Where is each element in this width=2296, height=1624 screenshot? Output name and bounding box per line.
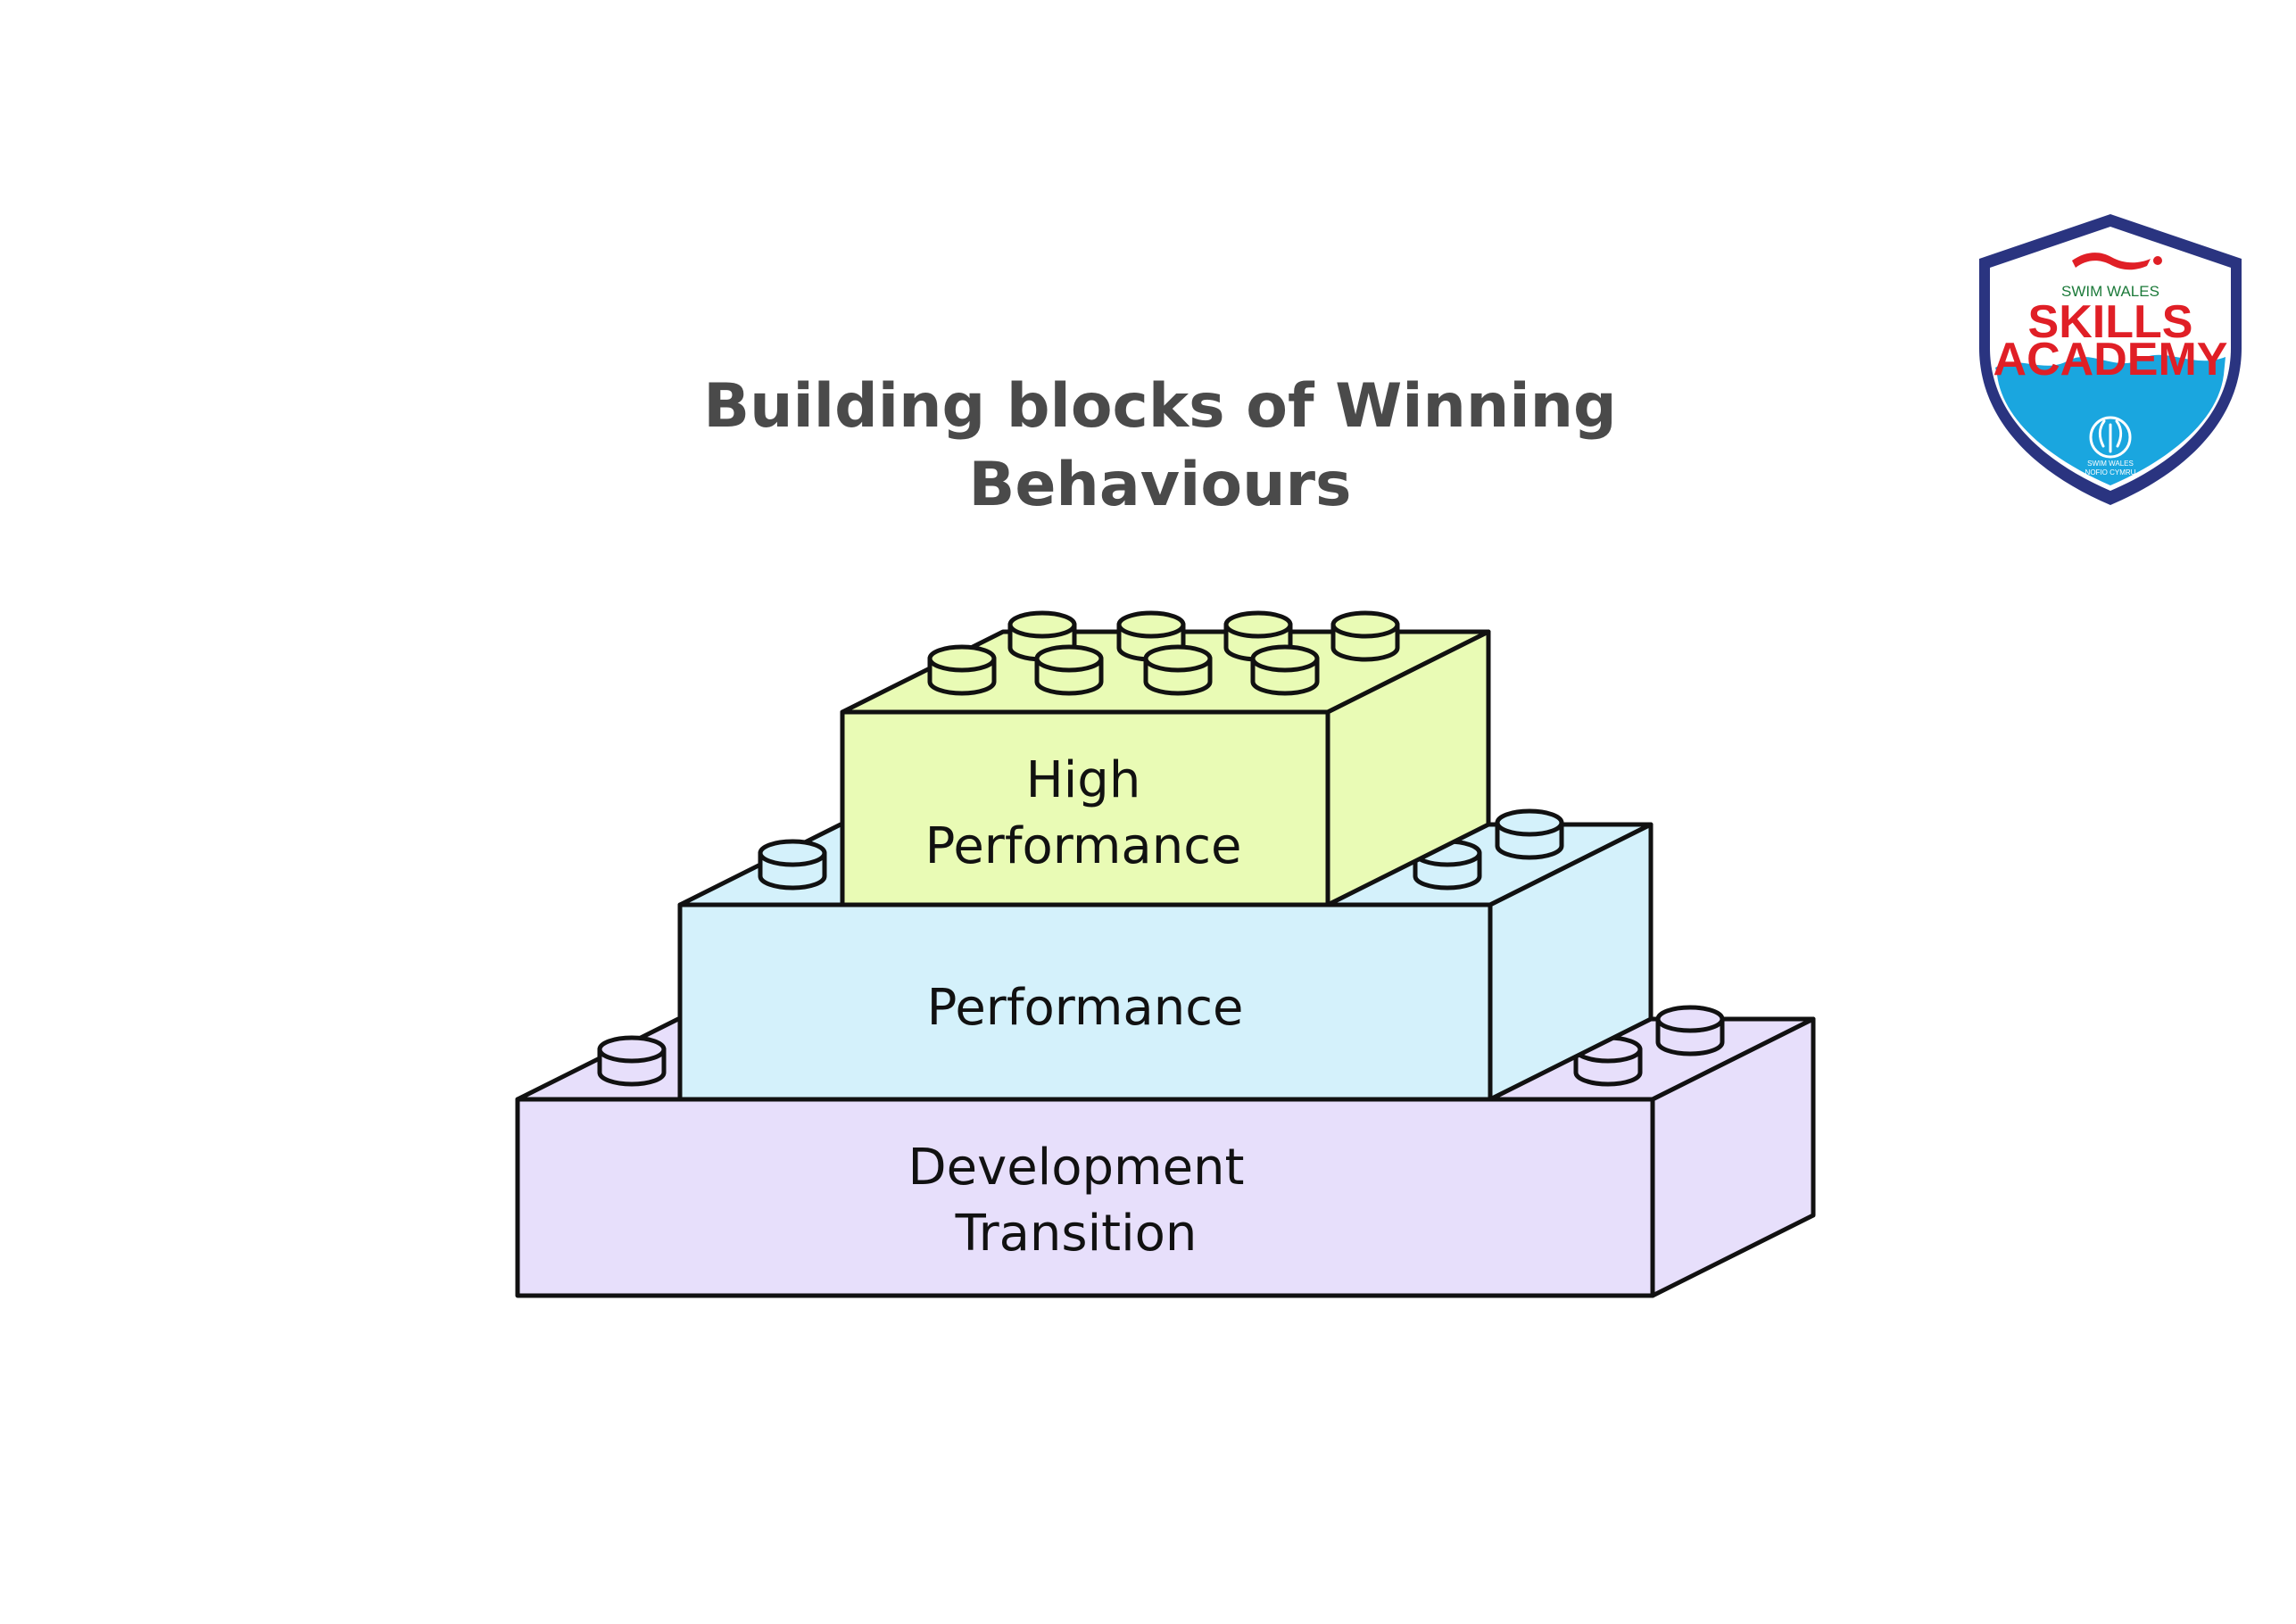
- block-label-line-1: High: [1026, 751, 1141, 809]
- block-stud: [758, 839, 827, 891]
- block-stud: [1034, 644, 1104, 696]
- logo-water: [1995, 354, 2226, 485]
- logo-title-line-2: ACADEMY: [1993, 334, 2228, 385]
- diagram-title: Building blocks of Winning Behaviours: [703, 371, 1617, 520]
- block-front-face: [840, 709, 1330, 907]
- feathers-emblem-icon: [2089, 416, 2132, 459]
- block-label-line-1: Performance: [927, 979, 1244, 1037]
- title-line-1: Building blocks of Winning: [703, 371, 1617, 442]
- block-front-face: [677, 902, 1493, 1102]
- logo-footer-line-2: NOFIO CYMRU: [2085, 468, 2136, 476]
- block-stud: [1143, 644, 1213, 696]
- block-label-line-2: Transition: [955, 1205, 1198, 1263]
- block-label-line-1: Development: [908, 1139, 1245, 1197]
- block-stud: [1250, 644, 1320, 696]
- swim-wales-logo: SWIM WALES SKILLS ACADEMY SWIM WALES NOF…: [1979, 214, 2242, 505]
- block-stud: [1573, 1035, 1643, 1087]
- block-stud: [927, 644, 997, 696]
- swimmer-icon: [2072, 253, 2151, 270]
- logo-org-name: SWIM WALES: [2061, 283, 2159, 300]
- block-stud: [1330, 610, 1400, 662]
- block-stud: [597, 1035, 667, 1087]
- logo-footer-line-1: SWIM WALES: [2087, 460, 2134, 468]
- block-high-performance: High Performance: [840, 610, 1491, 907]
- block-label-line-2: Performance: [925, 817, 1242, 875]
- block-stud: [1655, 1005, 1725, 1056]
- swimmer-head-icon: [2153, 256, 2162, 265]
- logo-title-line-1: SKILLS: [2028, 296, 2193, 348]
- title-line-2: Behaviours: [968, 450, 1351, 520]
- feathers-icon: [2098, 419, 2123, 453]
- block-front-face: [515, 1097, 1655, 1298]
- block-stud: [1495, 808, 1564, 860]
